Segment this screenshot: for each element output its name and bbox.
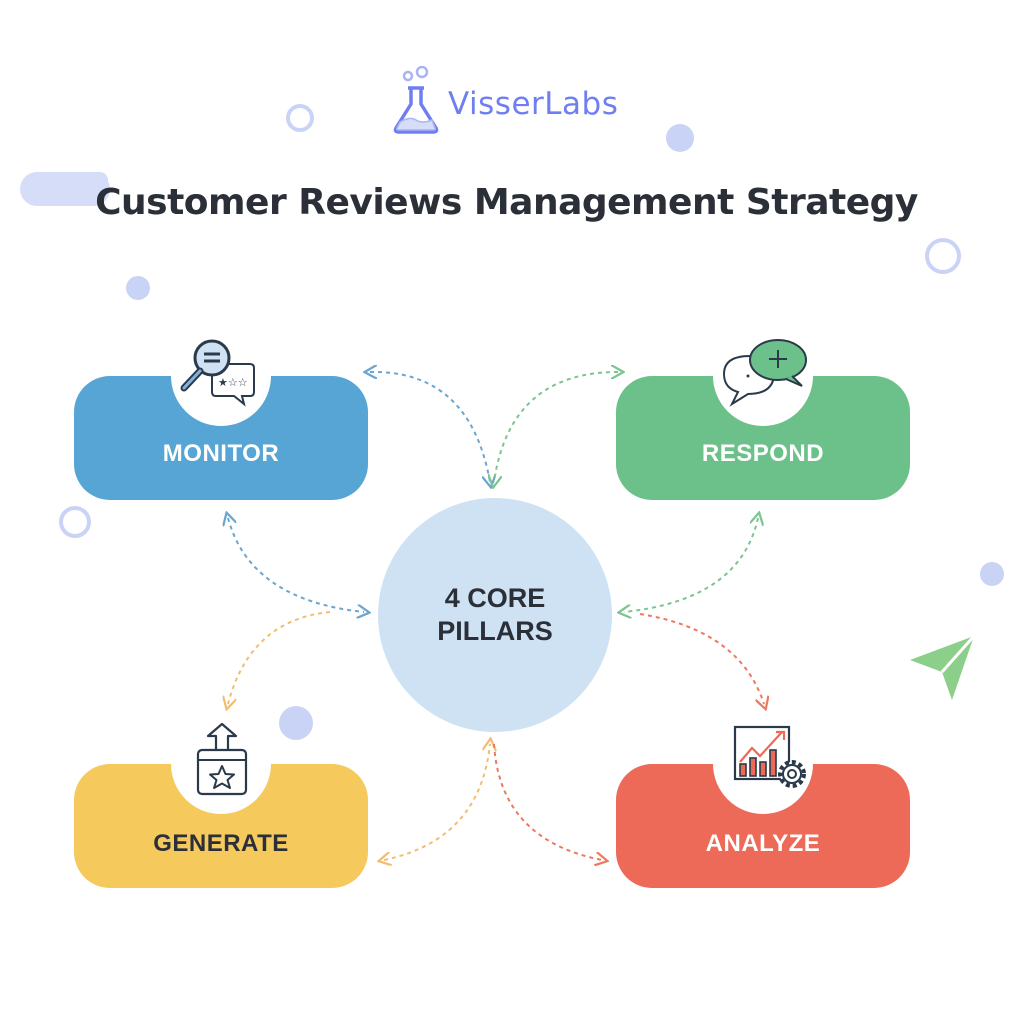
cloud-bump [70, 172, 108, 188]
arrow-monitor-center [228, 518, 364, 612]
dot-decoration [980, 562, 1004, 586]
send-icon [906, 632, 978, 709]
pillar-label: MONITOR [162, 440, 280, 467]
box-star-upload-icon [192, 722, 252, 803]
arrow-analyze-center [639, 613, 764, 704]
brand-logo: VisserLabs [390, 65, 619, 141]
center-label-line2: PILLARS [437, 616, 553, 646]
ring-decoration [925, 238, 961, 274]
dot-decoration [279, 706, 313, 740]
pillar-label: RESPOND [701, 440, 825, 467]
arrow-generate-center-bottom [384, 744, 490, 860]
dot-decoration [666, 124, 694, 152]
center-label-line1: 4 CORE [444, 583, 546, 613]
chart-gear-icon [732, 724, 812, 799]
brand-name: VisserLabs [448, 85, 619, 122]
ring-decoration [59, 506, 91, 538]
arrow-respond-center [624, 518, 758, 612]
arrow-monitor-center-top [370, 372, 490, 482]
dot-decoration [126, 276, 150, 300]
pillar-label: GENERATE [153, 830, 289, 857]
pillar-label: ANALYZE [705, 830, 821, 857]
arrow-respond-center-top [494, 372, 618, 482]
arrow-generate-center [228, 611, 331, 704]
chat-bubbles-plus-icon [720, 336, 812, 413]
flask-icon [390, 65, 442, 141]
page-title: Customer Reviews Management Strategy [95, 182, 918, 223]
magnifier-review-icon: ★☆☆ [176, 334, 260, 415]
arrow-analyze-center-bottom [493, 743, 602, 860]
center-core-pillars: 4 CORE PILLARS [378, 498, 612, 732]
ring-decoration [286, 104, 314, 132]
svg-text:★☆☆: ★☆☆ [218, 376, 248, 389]
